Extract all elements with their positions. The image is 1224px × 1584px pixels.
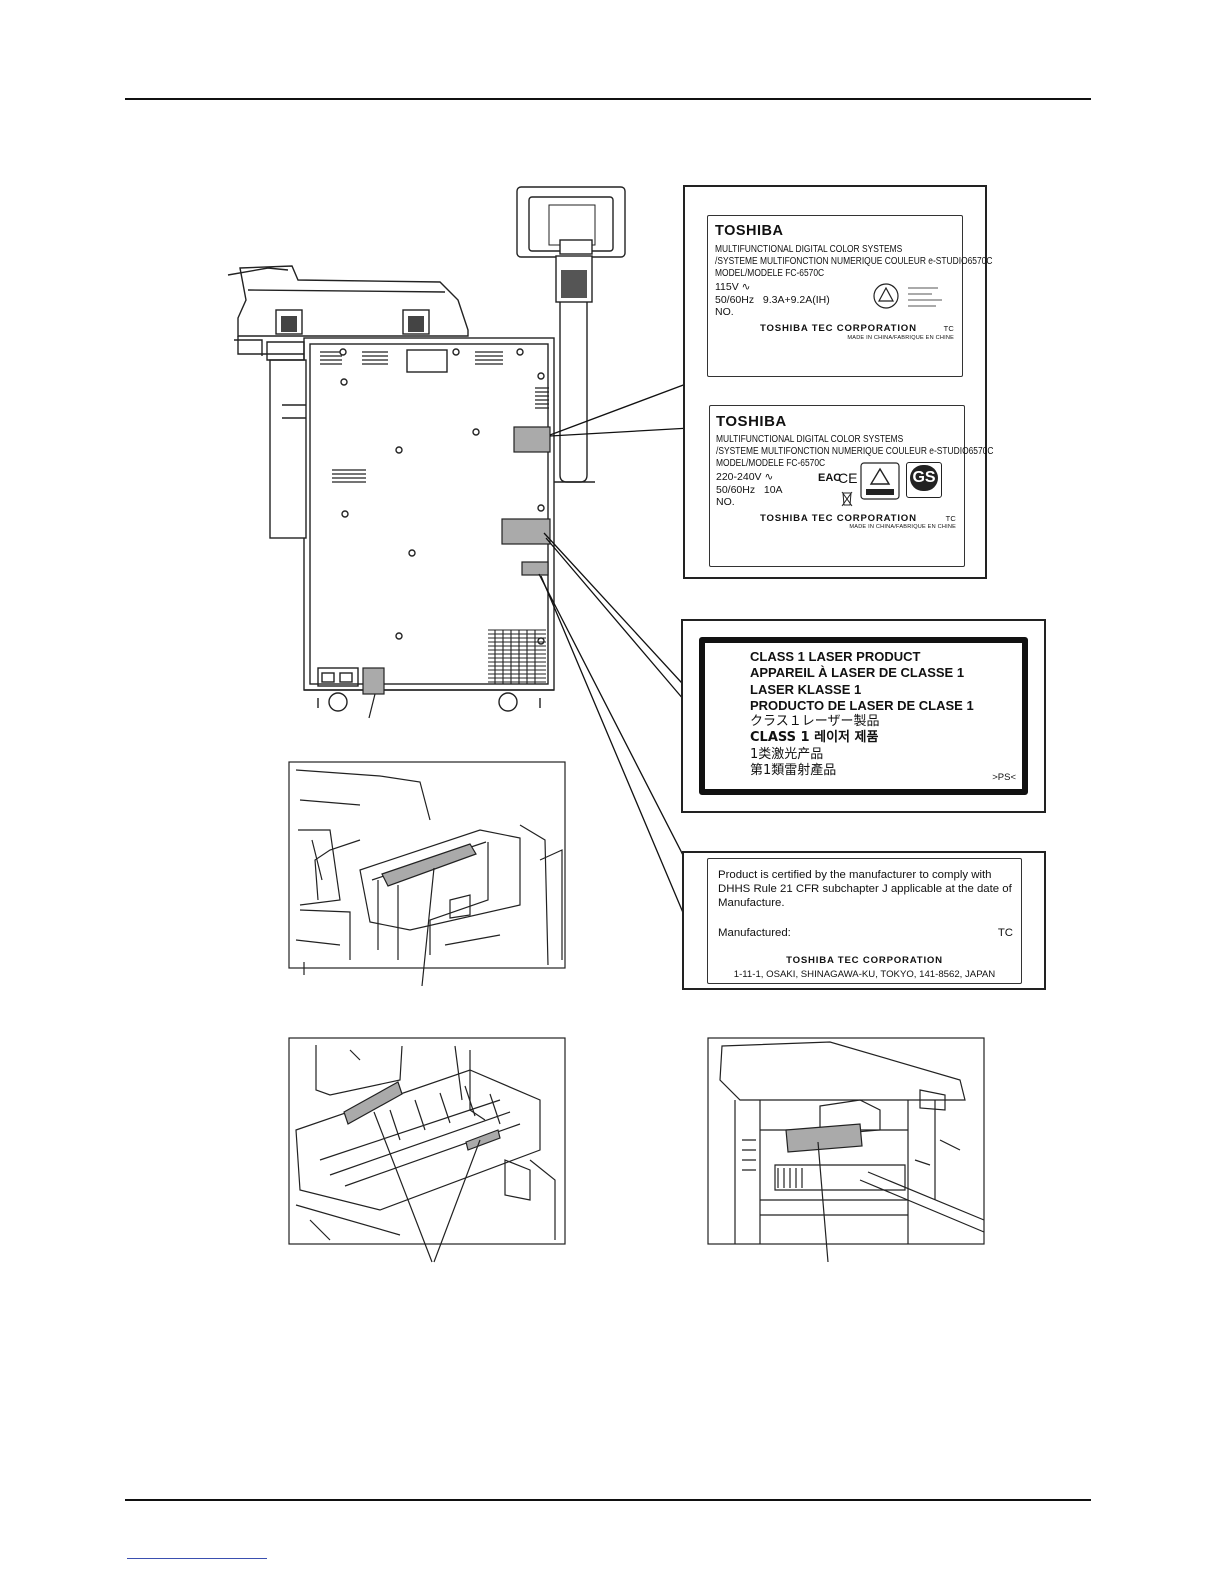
- ac-symbol-icon: ∿: [741, 281, 751, 293]
- laser-line-1: CLASS 1 LASER PRODUCT: [750, 649, 921, 664]
- serial-no: NO.: [716, 496, 735, 508]
- ac-symbol-icon: ∿: [764, 471, 774, 483]
- laser-class-label-panel: CLASS 1 LASER PRODUCT APPAREIL À LASER D…: [681, 619, 1046, 813]
- corporation-name: TOSHIBA TEC CORPORATION: [760, 323, 917, 334]
- voltage: 115V: [715, 281, 739, 293]
- laser-line-8: 第1類雷射產品: [750, 763, 837, 779]
- header-rule: [125, 98, 1091, 100]
- tc-mark: TC: [997, 927, 1013, 939]
- corporation-address: 1-11-1, OSAKI, SHINAGAWA-KU, TOKYO, 141-…: [733, 969, 996, 980]
- compliance-text-icon: [908, 287, 942, 307]
- footer-rule: [125, 1499, 1091, 1501]
- laser-line-6: CLASS 1 레이저 제품: [750, 730, 879, 746]
- product-line-1: MULTIFUNCTIONAL DIGITAL COLOR SYSTEMS: [716, 434, 904, 445]
- certification-label-panel: Product is certified by the manufacturer…: [682, 851, 1046, 990]
- serial-no: NO.: [715, 306, 734, 318]
- made-in: MADE IN CHINA/FABRIQUE EN CHINE: [849, 524, 956, 530]
- brand-name: TOSHIBA: [716, 413, 787, 430]
- current: 10A: [763, 483, 783, 496]
- made-in: MADE IN CHINA/FABRIQUE EN CHINE: [847, 335, 954, 341]
- tc-mark: TC: [943, 324, 954, 333]
- rating-label-230v: TOSHIBA MULTIFUNCTIONAL DIGITAL COLOR SY…: [709, 405, 993, 567]
- product-line-2: /SYSTEME MULTIFONCTION NUMERIQUE COULEUR…: [715, 255, 993, 267]
- voltage: 220-240V: [716, 471, 762, 483]
- tc-mark: TC: [945, 514, 956, 523]
- footer-link-underline[interactable]: [127, 1558, 267, 1559]
- laser-line-2: APPAREIL À LASER DE CLASSE 1: [750, 665, 965, 681]
- eac-mark-icon: EAC: [818, 472, 842, 484]
- laser-line-3: LASER KLASSE 1: [750, 681, 862, 697]
- frequency: 50/60Hz: [715, 293, 755, 306]
- material-code: >PS<: [992, 772, 1016, 783]
- ce-mark-icon: CE: [838, 470, 858, 486]
- product-line-1: MULTIFUNCTIONAL DIGITAL COLOR SYSTEMS: [715, 244, 903, 255]
- certification-label: Product is certified by the manufacturer…: [707, 858, 1022, 984]
- weee-bin-icon: [841, 491, 853, 507]
- laser-line-4: PRODUCTO DE LASER DE CLASE 1: [750, 697, 974, 713]
- corporation-name: TOSHIBA TEC CORPORATION: [786, 955, 943, 966]
- brand-name: TOSHIBA: [715, 223, 784, 239]
- rating-label-115v: TOSHIBA MULTIFUNCTIONAL DIGITAL COLOR SY…: [707, 215, 992, 377]
- frequency: 50/60Hz: [716, 483, 756, 496]
- product-line-2: /SYSTEME MULTIFONCTION NUMERIQUE COULEUR…: [716, 445, 994, 457]
- model-line: MODEL/MODELE FC-6570C: [715, 267, 825, 279]
- tuv-triangle-icon: [873, 283, 899, 309]
- corporation-name: TOSHIBA TEC CORPORATION: [760, 513, 917, 524]
- laser-class-label: CLASS 1 LASER PRODUCT APPAREIL À LASER D…: [699, 637, 1028, 795]
- gs-mark-icon: GS: [906, 462, 942, 498]
- tuv-certified-icon: [860, 462, 900, 500]
- certification-statement: Product is certified by the manufacturer…: [718, 869, 1012, 909]
- model-line: MODEL/MODELE FC-6570C: [716, 457, 826, 469]
- current: 9.3A+9.2A(IH): [762, 293, 830, 306]
- laser-line-7: 1类激光产品: [750, 746, 824, 762]
- laser-line-5: クラス１レーザー製品: [750, 714, 880, 730]
- manufactured-label: Manufactured:: [718, 927, 791, 939]
